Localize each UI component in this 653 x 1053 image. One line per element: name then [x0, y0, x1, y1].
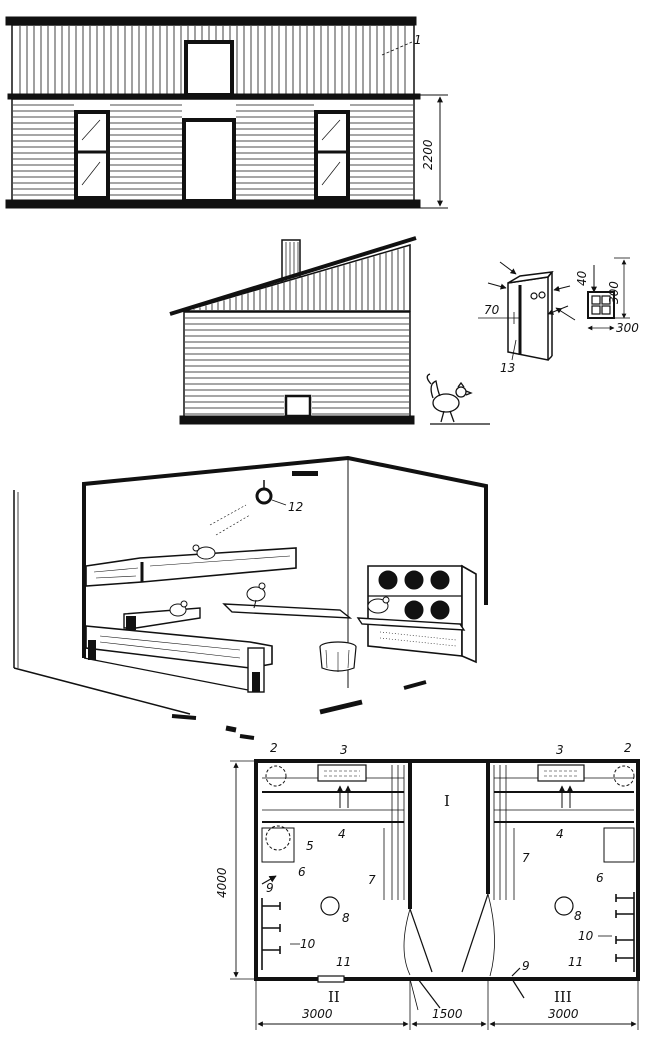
gable-siding [193, 247, 405, 310]
plan-left-callout-2: 2 [270, 741, 278, 755]
plan-left-callout-11: 11 [336, 955, 351, 969]
plan-left-callout-8: 8 [342, 911, 350, 925]
floor-plan [230, 734, 640, 1030]
room-label-I: I [444, 792, 450, 810]
dim-300-horizontal-label: 300 [616, 321, 639, 335]
plan-right-callout-8: 8 [574, 909, 582, 923]
plan-height-dim-label: 4000 [215, 867, 229, 898]
elevation-roof-cap [5, 16, 417, 26]
plan-left-callout-3: 3 [340, 743, 348, 757]
interior-perspective [13, 455, 488, 733]
upper-loft-door [184, 40, 234, 97]
lower-wall-siding [13, 104, 413, 196]
right-window [314, 110, 350, 200]
plan-right-callout-3: 3 [556, 743, 564, 757]
room-label-II: II [328, 988, 340, 1006]
plan-left-callout-10: 10 [300, 937, 316, 951]
side-gable [183, 243, 411, 312]
rooster-illustration [426, 373, 473, 423]
ventilation-box-detail [478, 257, 630, 361]
plan-width-left-label: 3000 [302, 1007, 333, 1021]
pop-hole [284, 394, 312, 418]
side-wall-siding [185, 317, 409, 415]
plan-width-right-label: 3000 [548, 1007, 579, 1021]
front-elevation [5, 16, 448, 209]
room-label-III: III [554, 988, 572, 1006]
main-door [182, 118, 236, 203]
callout-12: 12 [288, 500, 303, 514]
plan-right-callout-6: 6 [596, 871, 604, 885]
side-elevation [169, 236, 490, 425]
plan-left-callout-6: 6 [298, 865, 306, 879]
callout-1-leader [381, 41, 413, 56]
plan-left-callout-9: 9 [266, 881, 274, 895]
plan-right-callout-7: 7 [522, 851, 530, 865]
dim-70-label: 70 [484, 303, 500, 317]
plan-right-callout-10: 10 [578, 929, 594, 943]
height-dim-2200-label: 2200 [421, 139, 435, 170]
plan-left-callout-5: 5 [306, 839, 314, 853]
height-dimension-2200 [420, 94, 448, 209]
callout-1: 1 [414, 33, 422, 47]
upper-wall-siding [19, 26, 406, 94]
plan-right-callout-2: 2 [624, 741, 632, 755]
plan-left-callout-7: 7 [368, 873, 376, 887]
plan-width-center-label: 1500 [432, 1007, 463, 1021]
dim-300-vertical-label: 300 [607, 281, 621, 304]
callout-13: 13 [500, 361, 515, 375]
plan-right-callout-9: 9 [522, 959, 530, 973]
side-roof-edge [169, 236, 417, 316]
plan-left-callout-4: 4 [338, 827, 346, 841]
plan-right-callout-11: 11 [568, 955, 583, 969]
dim-40-label: 40 [575, 270, 589, 286]
plan-outer-walls [254, 759, 640, 981]
left-window [74, 110, 110, 200]
plan-right-callout-4: 4 [556, 827, 564, 841]
